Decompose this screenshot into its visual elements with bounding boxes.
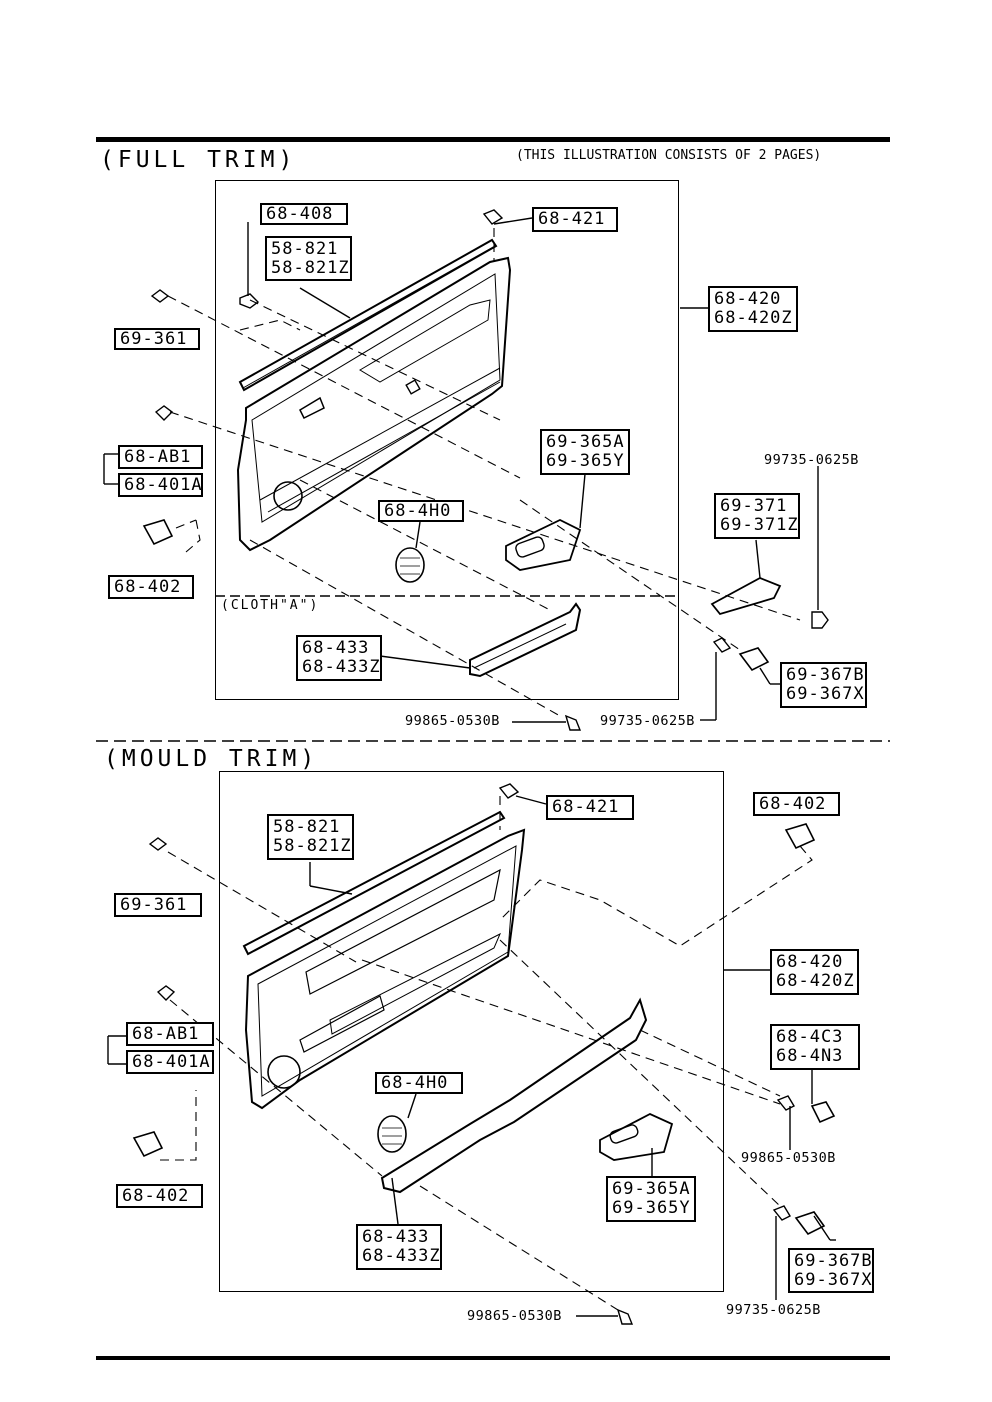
door-panel-mould (244, 828, 526, 1110)
label-99735-0625b-bottom: 99735-0625B (600, 713, 695, 729)
tag-68-ab1-mould: 68-AB1 (126, 1022, 214, 1046)
tag-68-402: 68-402 (108, 575, 194, 599)
tag-68-401a: 68-401A (118, 473, 203, 497)
top-rule (96, 137, 890, 142)
mould-trim-title: (MOULD TRIM) (104, 746, 319, 772)
label-99865-0530b: 99865-0530B (405, 713, 500, 729)
speaker-grille-mould (377, 1115, 407, 1153)
label-99735-0625b-top: 99735-0625B (764, 452, 859, 468)
weatherstrip-upper (238, 238, 498, 392)
door-panel-full (236, 256, 512, 552)
full-trim-frame (215, 180, 679, 700)
armrest-pocket-full (469, 602, 582, 678)
label-99865-0530b-right: 99865-0530B (741, 1150, 836, 1166)
pull-handle-full (710, 577, 782, 616)
tag-68-402-mould-bottom: 68-402 (116, 1184, 203, 1208)
lower-moulding-mould (380, 997, 648, 1194)
handle-cover-mould (599, 1112, 674, 1161)
bottom-rule (96, 1356, 890, 1360)
label-99735-0625b-mould: 99735-0625B (726, 1302, 821, 1318)
tag-69-361: 69-361 (114, 328, 200, 350)
tag-68-401a-mould: 68-401A (126, 1050, 214, 1074)
tag-68-4h0-mould: 68-4H0 (375, 1072, 463, 1094)
full-trim-title: (FULL TRIM) (100, 147, 297, 173)
tag-68-421: 68-421 (532, 207, 618, 232)
weatherstrip-mould (242, 810, 506, 956)
tag-69-361-mould: 69-361 (114, 893, 202, 917)
label-99865-0530b-bottom: 99865-0530B (467, 1308, 562, 1324)
tag-68-421-mould: 68-421 (546, 795, 634, 820)
tag-68-4h0: 68-4H0 (378, 500, 464, 522)
mould-trim-frame (219, 771, 724, 1292)
speaker-grille-full (395, 547, 425, 583)
tag-68-ab1: 68-AB1 (118, 445, 203, 469)
tag-68-402-mould-top: 68-402 (753, 792, 840, 816)
tag-68-408: 68-408 (260, 203, 348, 225)
pages-note: (THIS ILLUSTRATION CONSISTS OF 2 PAGES) (516, 148, 822, 163)
handle-cover-full (505, 518, 582, 571)
cloth-a-label: (CLOTH"A") (219, 598, 322, 613)
